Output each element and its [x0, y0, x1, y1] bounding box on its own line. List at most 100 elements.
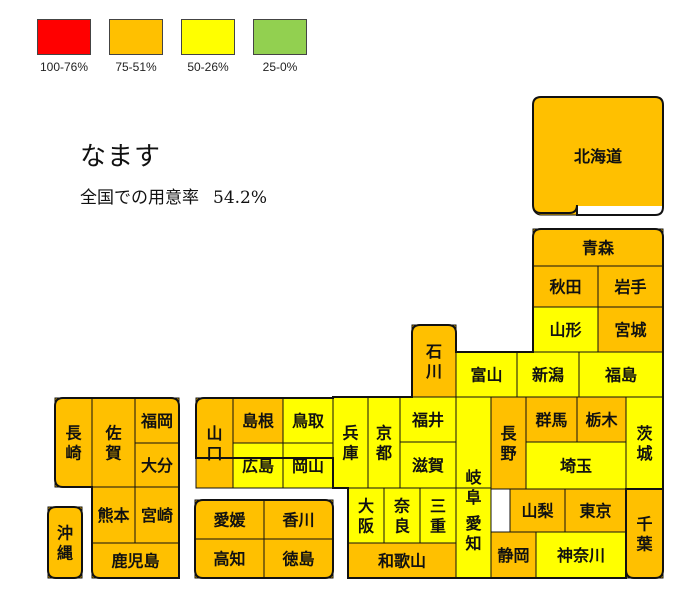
prefecture-label-nagasaki: 長崎	[65, 424, 82, 463]
prefecture-tile-kagoshima[interactable]	[91, 542, 180, 579]
prefecture-tile-aichi[interactable]	[455, 487, 492, 579]
prefecture-label-akita: 秋田	[549, 278, 581, 297]
legend-swatch-100-76	[37, 19, 91, 55]
prefecture-tile-fukui[interactable]	[399, 396, 457, 443]
legend-label-50-26: 50-26%	[187, 60, 229, 74]
prefecture-tile-mie[interactable]	[419, 487, 457, 544]
prefecture-label-yamanashi: 山梨	[521, 502, 554, 521]
prefecture-tile-saga[interactable]	[91, 397, 136, 488]
prefecture-label-osaka: 大阪	[358, 497, 375, 536]
prefecture-label-aomori: 青森	[582, 239, 615, 258]
prefecture-label-hokkaido: 北海道	[574, 147, 622, 166]
outline-hokkaido	[532, 96, 664, 216]
prefecture-label-toyama: 富山	[470, 366, 502, 385]
prefecture-label-saitama: 埼玉	[560, 457, 592, 476]
prefecture-label-gunma: 群馬	[535, 411, 567, 430]
national-rate-label: 全国での用意率	[80, 188, 199, 208]
prefecture-tile-gunma[interactable]	[525, 396, 578, 443]
prefecture-tile-toyama[interactable]	[455, 351, 518, 398]
legend-label-25-0: 25-0%	[262, 60, 298, 74]
prefecture-label-fukuoka: 福岡	[140, 412, 173, 431]
prefecture-tile-yamanashi[interactable]	[509, 488, 566, 533]
prefecture-label-oita: 大分	[141, 456, 173, 475]
prefecture-tile-ibaraki[interactable]	[625, 396, 664, 490]
outline-chiba	[625, 488, 664, 579]
prefecture-label-wakayama: 和歌山	[378, 552, 426, 571]
prefecture-tile-kumamoto[interactable]	[91, 486, 136, 544]
prefecture-tile-shizuoka[interactable]	[490, 531, 537, 579]
prefecture-tile-tokushima[interactable]	[263, 538, 334, 579]
prefecture-label-hiroshima: 広島	[242, 457, 274, 476]
prefecture-tile-ehime[interactable]	[194, 499, 265, 540]
prefecture-label-fukushima: 福島	[604, 366, 637, 385]
prefecture-label-okinawa: 沖縄	[57, 524, 73, 563]
prefecture-label-kagawa: 香川	[281, 511, 314, 530]
prefecture-label-shizuoka: 静岡	[497, 546, 529, 565]
legend-swatch-75-51	[109, 19, 163, 55]
prefecture-label-tokyo: 東京	[579, 502, 611, 521]
prefecture-tile-niigata[interactable]	[516, 351, 580, 398]
prefecture-tile-tottori[interactable]	[282, 397, 334, 444]
prefecture-tile-hiroshima[interactable]	[232, 442, 284, 489]
prefecture-tile-chiba[interactable]	[625, 488, 664, 579]
prefecture-label-hyogo: 兵庫	[342, 424, 358, 463]
prefecture-label-kagoshima: 鹿児島	[111, 552, 159, 571]
prefecture-label-tottori: 鳥取	[292, 412, 324, 431]
national-rate: 全国での用意率 54.2%	[80, 183, 267, 208]
prefecture-tile-shiga[interactable]	[399, 441, 457, 489]
prefecture-label-okayama: 岡山	[292, 457, 324, 476]
outline-kyushu	[54, 397, 180, 579]
prefecture-tile-nagasaki[interactable]	[54, 397, 93, 488]
outline-shikoku	[194, 499, 334, 579]
legend-label-100-76: 100-76%	[39, 60, 89, 74]
outline-honshu	[195, 228, 664, 579]
prefecture-label-ishikawa: 石川	[425, 342, 442, 381]
outline-okinawa	[47, 506, 83, 579]
prefecture-label-kanagawa: 神奈川	[557, 546, 605, 565]
legend-label-75-51: 75-51%	[115, 60, 157, 74]
prefecture-tile-fukushima[interactable]	[578, 351, 664, 398]
prefecture-tile-nagano[interactable]	[490, 396, 527, 490]
prefecture-label-ehime: 愛媛	[213, 511, 246, 530]
prefecture-label-tochigi: 栃木	[585, 411, 618, 430]
prefecture-label-nagano: 長野	[500, 424, 517, 463]
prefecture-tile-okinawa[interactable]	[47, 506, 83, 579]
prefecture-tile-saitama[interactable]	[525, 441, 627, 490]
prefecture-label-kyoto: 京都	[375, 424, 392, 463]
prefecture-label-miyagi: 宮城	[614, 321, 646, 340]
prefecture-label-yamagata: 山形	[549, 321, 581, 340]
hokkaido-notch	[578, 206, 664, 218]
prefecture-tile-tokyo[interactable]	[564, 488, 627, 533]
prefecture-tile-yamaguchi[interactable]	[195, 397, 234, 489]
prefecture-tile-fukuoka[interactable]	[134, 397, 180, 444]
legend-swatch-25-0	[253, 19, 307, 55]
prefecture-label-ibaraki: 茨城	[636, 424, 652, 463]
prefecture-label-fukui: 福井	[411, 411, 444, 430]
legend-swatch-50-26	[181, 19, 235, 55]
prefecture-tile-kyoto[interactable]	[367, 396, 401, 489]
prefecture-label-mie: 三重	[430, 497, 446, 536]
prefecture-label-saga: 佐賀	[104, 424, 121, 463]
page-title: なます	[80, 142, 162, 172]
prefecture-tile-kanagawa[interactable]	[535, 531, 627, 579]
prefecture-tile-miyagi[interactable]	[597, 306, 664, 353]
prefecture-label-chiba: 千葉	[635, 515, 653, 554]
prefecture-label-iwate: 岩手	[613, 278, 646, 297]
prefecture-label-miyazaki: 宮崎	[141, 506, 173, 525]
prefecture-tile-osaka[interactable]	[347, 487, 385, 544]
prefecture-label-aichi: 愛知	[465, 514, 481, 553]
prefecture-tile-ishikawa[interactable]	[411, 324, 457, 398]
prefecture-label-niigata: 新潟	[532, 366, 564, 385]
prefecture-label-shimane: 島根	[242, 412, 274, 431]
prefecture-label-shiga: 滋賀	[412, 456, 444, 475]
prefecture-tile-iwate[interactable]	[597, 265, 664, 308]
prefecture-label-kumamoto: 熊本	[97, 506, 129, 525]
prefecture-tile-hyogo[interactable]	[332, 396, 369, 489]
prefecture-label-gifu: 岐阜	[465, 468, 481, 507]
prefecture-label-kochi: 高知	[213, 550, 245, 569]
prefecture-tile-wakayama[interactable]	[347, 542, 457, 579]
prefecture-label-nara: 奈良	[393, 497, 411, 536]
prefecture-label-tokushima: 徳島	[281, 550, 314, 569]
national-rate-value: 54.2%	[213, 188, 268, 208]
